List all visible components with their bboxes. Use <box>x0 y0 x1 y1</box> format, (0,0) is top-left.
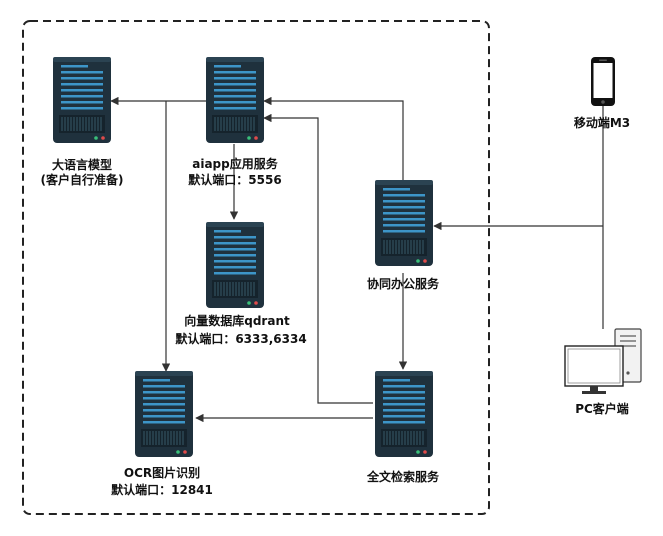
label-mobile: 移动端M3 <box>574 115 630 130</box>
server-ocr <box>134 370 194 458</box>
server-llm <box>52 56 112 144</box>
label-collab-name: 协同办公服务 <box>367 276 440 291</box>
server-aiapp <box>205 56 265 144</box>
label-search-name: 全文检索服务 <box>366 469 440 484</box>
server-rack-icon <box>205 56 265 144</box>
server-rack-icon <box>374 370 434 458</box>
arrow-collab-to-aiapp <box>263 96 404 180</box>
server-collab <box>374 179 434 267</box>
label-llm-note: (客户自行准备) <box>41 172 124 187</box>
label-qdrant-name: 向量数据库qdrant <box>184 313 290 328</box>
server-rack-icon <box>374 179 434 267</box>
smartphone-icon <box>591 57 615 106</box>
server-rack-icon <box>205 221 265 309</box>
arrow-search-to-aiapp <box>263 113 373 404</box>
server-search <box>374 370 434 458</box>
label-qdrant-port: 默认端口：6333,6334 <box>175 331 306 346</box>
system-boundary <box>22 20 490 515</box>
desktop-computer-icon <box>564 328 642 394</box>
connectors <box>110 96 604 423</box>
label-pc: PC客户端 <box>575 401 629 416</box>
label-ocr-port: 默认端口：12841 <box>111 482 213 497</box>
label-aiapp-port: 默认端口：5556 <box>188 172 281 187</box>
server-rack-icon <box>52 56 112 144</box>
label-aiapp-name: aiapp应用服务 <box>192 156 278 171</box>
server-rack-icon <box>134 370 194 458</box>
label-ocr-name: OCR图片识别 <box>124 465 200 480</box>
server-qdrant <box>205 221 265 309</box>
label-llm-name: 大语言模型 <box>52 157 112 172</box>
